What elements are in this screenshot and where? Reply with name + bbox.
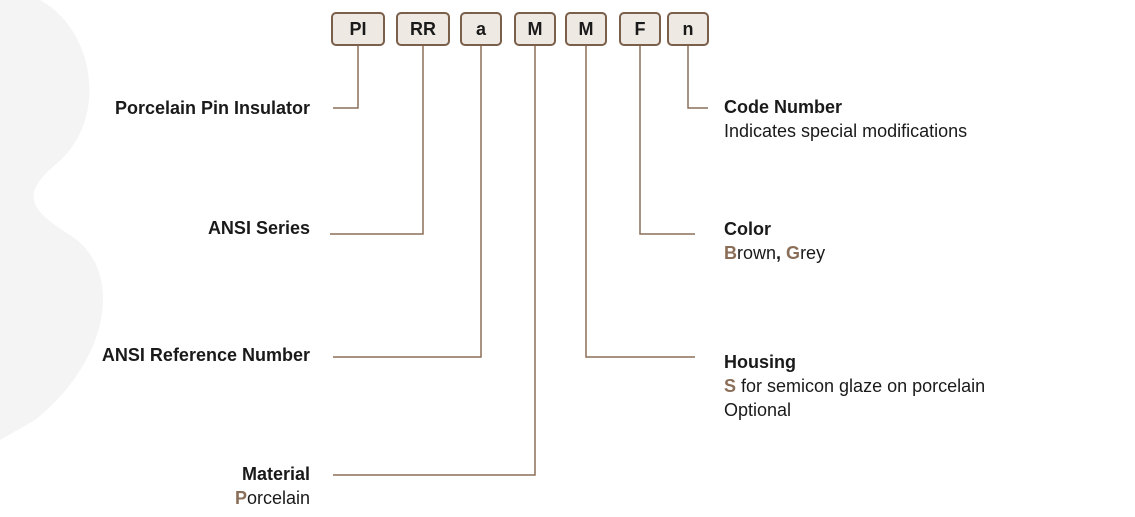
code-box-m1: M — [514, 12, 556, 46]
code-number-desc: Indicates special modifications — [724, 121, 968, 141]
connector-a — [333, 46, 482, 358]
color-opt1-initial: B — [724, 243, 737, 263]
color-opt2-rest: rey — [800, 243, 826, 263]
connector-rr — [330, 46, 424, 235]
code-box-a: a — [460, 12, 502, 46]
label-code-number: Code Number Indicates special modificati… — [724, 95, 967, 143]
connector-color — [639, 46, 695, 235]
material-value-initial: P — [234, 488, 247, 508]
housing-note: Optional — [724, 400, 792, 420]
material-value: Porcelain — [235, 486, 310, 510]
housing-title: Housing — [724, 352, 796, 372]
code-box-rr: RR — [396, 12, 450, 46]
color-options: Brown, Grey — [724, 241, 825, 265]
color-opt1-rest: rown — [737, 243, 777, 263]
code-box-pi: PI — [331, 12, 385, 46]
code-box-f: F — [619, 12, 661, 46]
housing-opt-initial: S — [724, 376, 737, 396]
material-value-rest: orcelain — [246, 488, 310, 508]
connector-material — [333, 46, 536, 476]
material-title: Material — [241, 464, 310, 484]
color-title: Color — [724, 219, 771, 239]
color-separator: , — [776, 243, 782, 263]
label-color: Color Brown, Grey — [724, 217, 825, 265]
connector-housing — [585, 46, 695, 358]
housing-opt-rest: for semicon glaze on porcelain — [736, 376, 986, 396]
color-opt2-initial: G — [786, 243, 801, 263]
label-porcelain-pin-insulator: Porcelain Pin Insulator — [114, 98, 310, 118]
housing-option: S for semicon glaze on porcelain — [724, 374, 985, 398]
code-box-m2: M — [565, 12, 607, 46]
connector-code-number — [687, 46, 708, 109]
code-number-title: Code Number — [724, 97, 843, 117]
label-housing: Housing S for semicon glaze on porcelain… — [724, 350, 985, 422]
connector-pi — [333, 46, 359, 109]
label-material: Material Porcelain — [235, 462, 310, 510]
label-ansi-series: ANSI Series — [207, 218, 310, 238]
label-ansi-reference-number: ANSI Reference Number — [101, 345, 310, 365]
code-box-n: n — [667, 12, 709, 46]
